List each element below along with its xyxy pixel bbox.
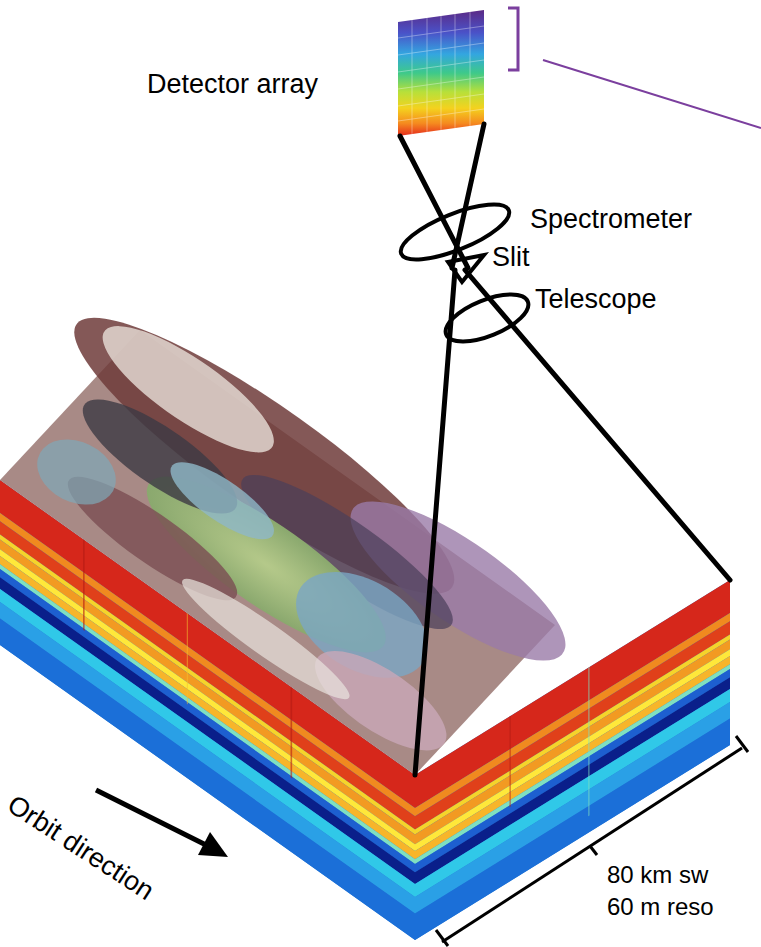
telescope-lens (439, 285, 534, 351)
slit-symbol (448, 255, 484, 282)
part-label: Telescope (535, 285, 657, 315)
dimension-label: 60 m reso (607, 894, 714, 920)
satellite-image (0, 286, 590, 790)
bracket (508, 8, 761, 128)
dimension-line (436, 736, 748, 946)
detector-array (398, 10, 484, 136)
part-label: Detector array (147, 70, 318, 100)
light-rays (400, 124, 730, 775)
dimension-label: 80 km sw (607, 862, 708, 888)
part-label: Spectrometer (530, 205, 692, 235)
orbit-arrow (96, 790, 228, 857)
part-label: Slit (492, 243, 530, 273)
